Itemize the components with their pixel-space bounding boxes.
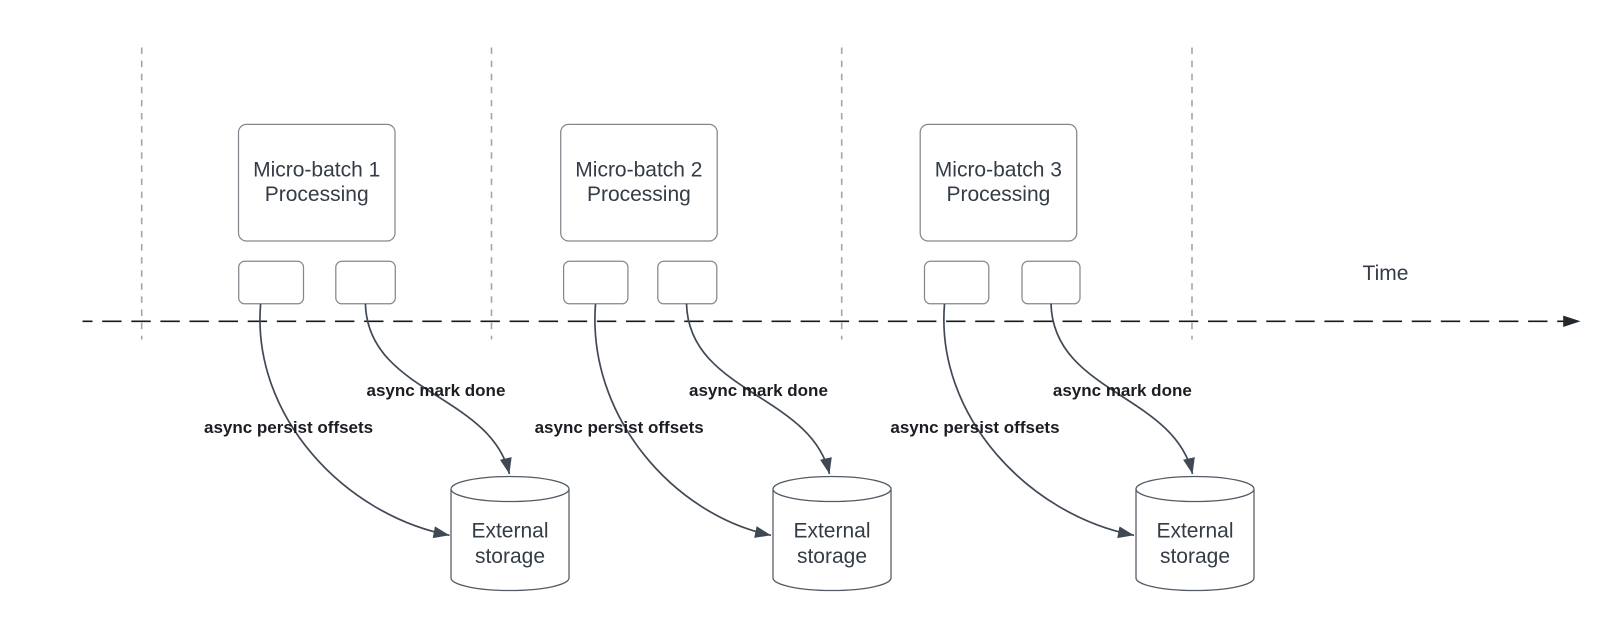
svg-text:storage: storage [1160,545,1230,568]
svg-text:async mark done: async mark done [689,381,828,400]
svg-text:async persist offsets: async persist offsets [890,418,1059,437]
svg-text:async persist offsets: async persist offsets [204,418,373,437]
svg-text:External: External [1156,519,1233,542]
svg-text:Micro-batch 2: Micro-batch 2 [575,158,702,181]
svg-text:Time: Time [1363,262,1409,285]
svg-text:Processing: Processing [265,183,369,206]
svg-text:External: External [793,519,870,542]
svg-text:Processing: Processing [587,183,691,206]
svg-text:storage: storage [797,545,867,568]
svg-text:async mark done: async mark done [1053,381,1192,400]
svg-text:storage: storage [475,545,545,568]
svg-text:Micro-batch 3: Micro-batch 3 [935,158,1062,181]
svg-text:async persist offsets: async persist offsets [535,418,704,437]
svg-text:Micro-batch 1: Micro-batch 1 [253,158,380,181]
svg-text:External: External [471,519,548,542]
svg-text:async mark done: async mark done [367,381,506,400]
svg-text:Processing: Processing [946,183,1050,206]
